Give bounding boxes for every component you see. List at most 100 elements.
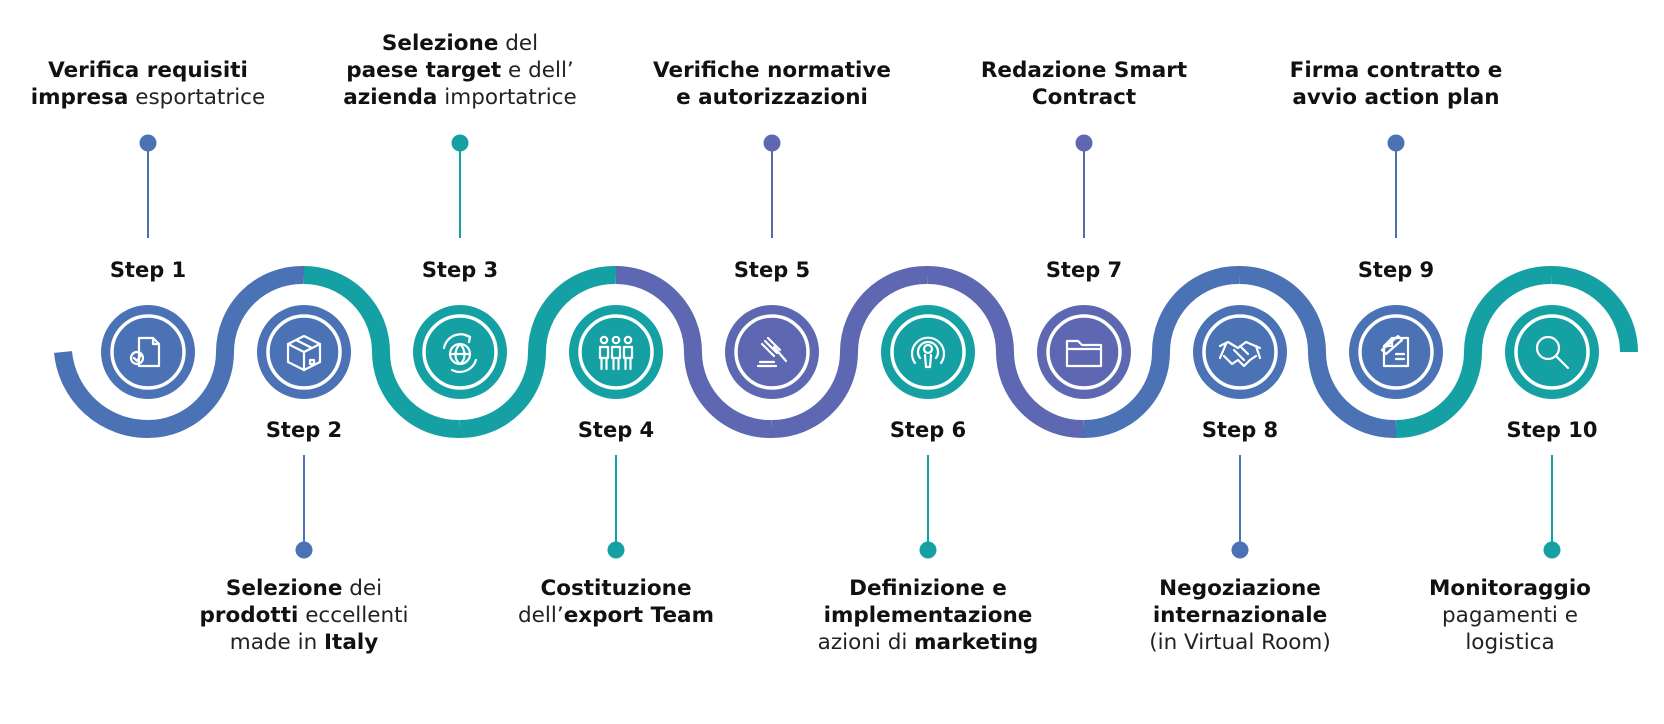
desc-line: Monitoraggio [1360,575,1660,602]
desc-line: prodotti eccellenti [154,602,454,629]
desc-line: Costituzione [466,575,766,602]
step-circle-ring [422,314,498,390]
desc-line: azienda importatrice [310,84,610,111]
desc-text: dell’ [518,603,564,628]
desc-text: azienda [343,85,438,110]
desc-text: azioni di [817,630,915,655]
desc-line: Definizione e [778,575,1078,602]
desc-text: Verifiche normative [653,58,891,83]
step-circle [413,305,507,399]
desc-line: avvio action plan [1246,84,1546,111]
step-node-5 [725,305,819,399]
connector-dot [1231,541,1249,559]
desc-text: marketing [914,630,1039,655]
box-icon [286,334,322,372]
connector-dot [451,134,469,152]
step-circle-ring [1202,314,1278,390]
desc-line: Negoziazione [1090,575,1390,602]
step-circle-ring [1358,314,1434,390]
connector-dot [919,541,937,559]
step-node-4 [569,305,663,399]
step-label-8: Step 8 [1201,418,1279,442]
step-circle-ring [110,314,186,390]
desc-text: internazionale [1152,603,1328,628]
step-circle-ring [734,314,810,390]
step-circle [569,305,663,399]
wave-segment [1395,265,1553,438]
handshake-icon [1218,340,1262,368]
connector-dot [1075,134,1093,152]
desc-text: export Team [563,603,714,628]
desc-text: e dell’ [501,58,574,83]
desc-line: internazionale [1090,602,1390,629]
step-circle-ring [1046,314,1122,390]
desc-line: Firma contratto e [1246,57,1546,84]
wave-segment [1239,266,1397,439]
desc-line: e autorizzazioni [622,84,922,111]
desc-text: Costituzione [540,576,692,601]
step-label-5: Step 5 [733,258,811,282]
desc-text: Contract [1031,85,1137,110]
desc-text: e autorizzazioni [676,85,868,110]
step-node-10 [1505,305,1599,399]
step-label-4: Step 4 [577,418,655,442]
wave-segment [459,265,617,438]
desc-line: logistica [1360,629,1660,656]
desc-line: paese target e dell’ [310,57,610,84]
desc-text: avvio action plan [1292,85,1500,110]
folder-icon [1065,339,1103,368]
desc-text: impresa [30,85,129,110]
desc-text: Selezione [381,31,499,56]
desc-line: Selezione dei [154,575,454,602]
desc-line: dell’export Team [466,602,766,629]
contract-sign-icon [1380,334,1410,368]
desc-line: pagamenti e [1360,602,1660,629]
connector-dot [139,134,157,152]
desc-text: Italy [324,630,379,655]
step-label-10: Step 10 [1506,418,1598,442]
step-circle [1193,305,1287,399]
globe-refresh-icon [442,333,478,373]
desc-text: (in Virtual Room) [1149,630,1331,655]
desc-text: Negoziazione [1159,576,1321,601]
connector-dot [607,541,625,559]
desc-text: eccellenti [298,603,409,628]
desc-text: Definizione e [849,576,1007,601]
desc-line: implementazione [778,602,1078,629]
desc-text: made in [229,630,325,655]
step-node-7 [1037,305,1131,399]
desc-line: impresa esportatrice [0,84,298,111]
connector-dot [763,134,781,152]
desc-line: Selezione del [310,30,610,57]
desc-text: prodotti [199,603,299,628]
step-node-3 [413,305,507,399]
desc-text: pagamenti e [1442,603,1578,628]
step-circle-ring [890,314,966,390]
step-node-9 [1349,305,1443,399]
step-label-3: Step 3 [421,258,499,282]
step-node-8 [1193,305,1287,399]
connector-dot [1387,134,1405,152]
gavel-icon [756,336,788,368]
desc-text: Verifica requisiti [48,58,248,83]
wave-segment [927,266,1085,439]
step-node-6 [881,305,975,399]
wave-segment [615,266,773,439]
desc-line: made in Italy [154,629,454,656]
wave-segment [771,265,929,438]
desc-text: logistica [1465,630,1555,655]
wave-segment [1083,265,1241,438]
connector-dot [295,541,313,559]
desc-line: Redazione Smart [934,57,1234,84]
